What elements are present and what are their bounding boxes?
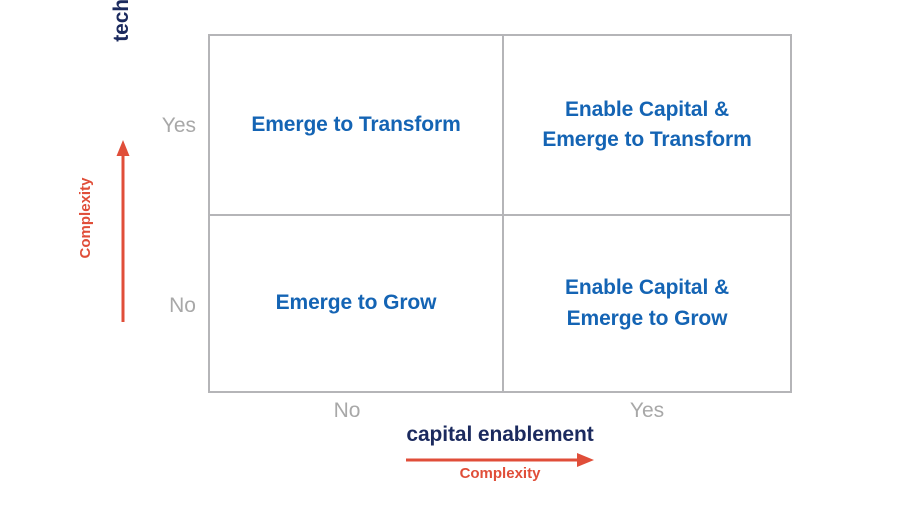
quadrant-bottom-right-label: Enable Capital & Emerge to Grow <box>565 273 729 334</box>
y-axis-arrow-icon <box>114 140 132 322</box>
x-axis-tick-yes: Yes <box>629 399 665 422</box>
y-axis-title: technology transformation <box>102 0 142 82</box>
quadrant-grid: Emerge to Transform Enable Capital & Eme… <box>208 34 792 393</box>
grid-divider-vertical <box>502 36 504 391</box>
x-axis-complexity-label: Complexity <box>459 465 541 482</box>
quadrant-top-right-line2: Emerge to Transform <box>542 128 752 151</box>
quadrant-top-left-label: Emerge to Transform <box>251 112 461 136</box>
grid-divider-horizontal <box>210 214 790 216</box>
y-axis-tick-yes: Yes <box>161 114 196 137</box>
quadrant-bottom-right[interactable]: Enable Capital & Emerge to Grow <box>504 216 790 391</box>
quadrant-top-right-label: Enable Capital & Emerge to Transform <box>542 95 751 156</box>
quadrant-bottom-right-line1: Enable Capital & <box>564 276 730 300</box>
quadrant-top-left[interactable]: Emerge to Transform <box>210 36 502 214</box>
y-axis-tick-no: No <box>169 294 196 317</box>
x-axis-tick-no: No <box>333 399 361 422</box>
quadrant-bottom-left-label: Emerge to Grow <box>275 291 437 315</box>
x-axis-title: capital enablement <box>406 423 594 446</box>
quadrant-top-right[interactable]: Enable Capital & Emerge to Transform <box>504 36 790 214</box>
quadrant-bottom-right-line2: Emerge to Grow <box>566 306 728 330</box>
quadrant-bottom-left[interactable]: Emerge to Grow <box>210 216 502 391</box>
quadrant-top-right-line1: Enable Capital & <box>564 97 730 121</box>
x-axis-arrow-icon <box>406 452 594 468</box>
y-axis-complexity-label: Complexity <box>76 177 94 259</box>
